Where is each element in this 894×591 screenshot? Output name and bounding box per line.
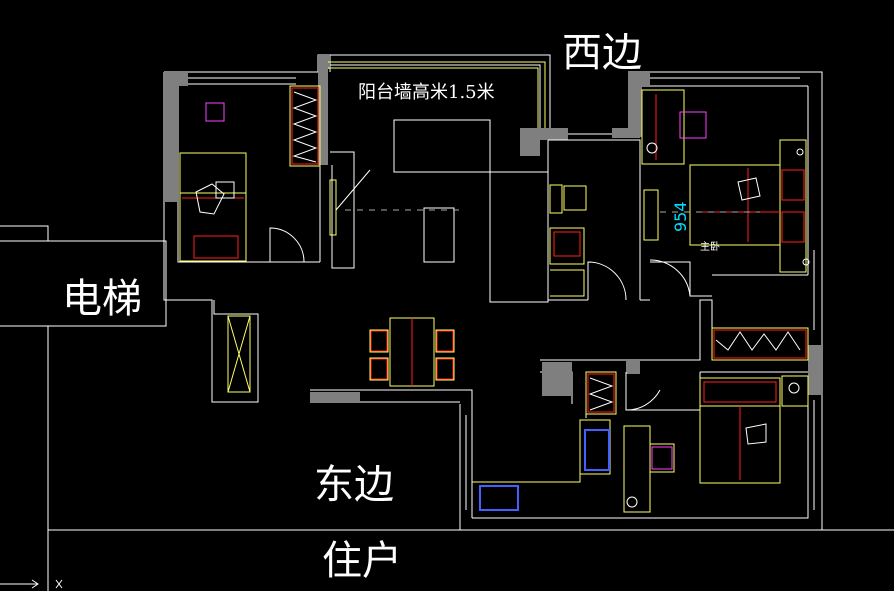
furniture-outlines	[179, 61, 809, 513]
label-west: 西边	[562, 30, 642, 76]
ucs-axis-icon	[0, 579, 63, 589]
interior-walls	[319, 119, 808, 512]
site-outline	[0, 225, 894, 591]
dashed-lines	[345, 209, 760, 213]
label-residents: 住户	[322, 538, 402, 584]
colored-fixtures	[182, 87, 807, 511]
windows	[188, 77, 815, 510]
doors	[269, 169, 691, 411]
wall-fills	[164, 55, 822, 402]
label-elevator: 电梯	[62, 276, 142, 322]
shaft-cross	[227, 315, 251, 393]
exterior-walls	[163, 54, 823, 530]
label-master-bedroom: 主卧	[700, 240, 720, 253]
label-dimension: 954	[671, 201, 690, 232]
label-balcony-note: 阳台墙高米1.5米	[358, 82, 495, 103]
label-east: 东边	[314, 462, 394, 508]
circle-fixtures	[626, 142, 810, 508]
detail-marks	[195, 177, 767, 445]
